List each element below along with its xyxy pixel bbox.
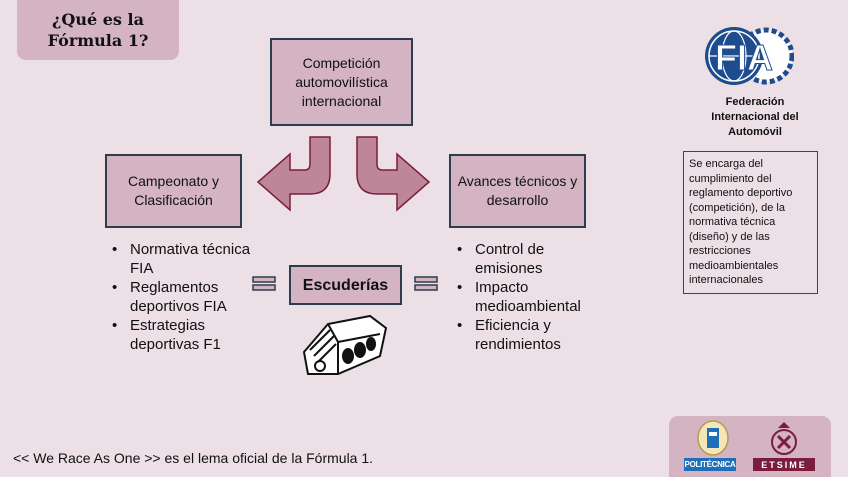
footer-motto: << We Race As One >> es el lema oficial … <box>13 450 374 466</box>
right-bullet-list: Control de emisiones Impacto medioambien… <box>449 240 609 354</box>
left-curved-arrow <box>256 136 331 212</box>
upm-seal-icon <box>697 420 729 456</box>
list-item: Estrategias deportivas F1 <box>104 316 254 354</box>
list-item: Control de emisiones <box>449 240 609 278</box>
engine-block-icon <box>302 314 388 375</box>
split-arrows <box>256 136 431 212</box>
left-bullet-list: Normativa técnica FIA Reglamentos deport… <box>104 240 254 354</box>
fia-caption: Federación Internacional del Automóvil <box>711 96 799 138</box>
teams-box: Escuderías <box>289 265 402 305</box>
equals-right-icon <box>414 276 438 291</box>
slide-title: ¿Qué es la Fórmula 1? <box>17 0 179 60</box>
etsime-logo: ETSIME <box>753 458 815 471</box>
list-item: Eficiencia y rendimientos <box>449 316 609 354</box>
svg-text:FIA: FIA <box>715 37 773 78</box>
list-item: Impacto medioambiental <box>449 278 609 316</box>
championship-box: Campeonato y Clasificación <box>105 154 242 228</box>
technical-advances-box: Avances técnicos y desarrollo <box>449 154 586 228</box>
fia-logo: FIA <box>705 27 794 85</box>
equals-left-icon <box>252 276 276 291</box>
etsime-crest-icon <box>771 422 797 455</box>
list-item: Reglamentos deportivos FIA <box>104 278 254 316</box>
upm-logo: POLITÉCNICA <box>684 458 736 471</box>
fia-description: Se encarga del cumplimiento del reglamen… <box>683 151 818 294</box>
competition-box: Competición automovilística internaciona… <box>270 38 413 126</box>
right-curved-arrow <box>356 136 431 212</box>
list-item: Normativa técnica FIA <box>104 240 254 278</box>
